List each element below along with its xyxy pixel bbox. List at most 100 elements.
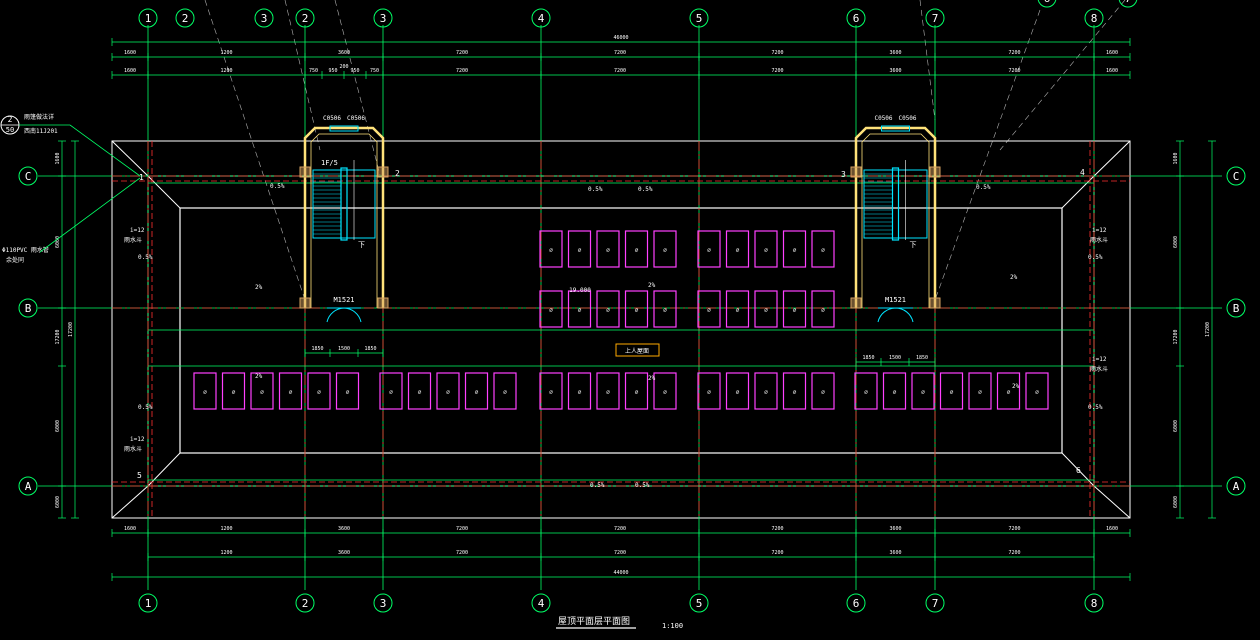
roof-panel <box>653 230 677 268</box>
axis-bubble <box>689 593 709 613</box>
window-label: C0506 <box>323 115 341 122</box>
rain-outlet-note: 雨水斗 <box>124 236 142 244</box>
axis-label: 8 <box>1091 12 1098 25</box>
axis-bubble <box>925 593 945 613</box>
slope-note: i=12 <box>1092 227 1107 234</box>
drawing-scale: 1:100 <box>662 622 683 630</box>
roof-panel <box>754 230 778 268</box>
roof-panel-mark: ∅ <box>578 307 582 314</box>
axis-label: A <box>1233 480 1240 493</box>
roof-panel-mark: ∅ <box>978 389 982 396</box>
axis-bubble <box>138 8 158 28</box>
dim-text: 3600 <box>889 50 901 56</box>
dim-text: 1200 <box>220 550 232 556</box>
stair-dn-label: 下 <box>358 241 365 249</box>
axis-bubble <box>138 593 158 613</box>
axis-bubble <box>18 298 38 318</box>
axis-label: 6 <box>1044 0 1051 5</box>
roof-panel-mark: ∅ <box>793 307 797 314</box>
dim-text: 750 <box>309 68 318 74</box>
dim-text: 7200 <box>456 550 468 556</box>
roof-panel <box>596 372 620 410</box>
dim-text: 1600 <box>1106 50 1118 56</box>
dim-text: 7200 <box>456 50 468 56</box>
drawing-title: 屋顶平面层平面图 <box>558 616 630 627</box>
dim-text: 1600 <box>124 526 136 532</box>
dim-text: 7200 <box>1008 550 1020 556</box>
axis-label: 8 <box>1091 597 1098 610</box>
outlet-number: 1 <box>139 173 144 182</box>
roof-panel <box>811 290 835 328</box>
dim-text: 200 <box>339 64 348 70</box>
outlet-number: 4 <box>1080 168 1085 177</box>
slope-note: 0.5% <box>270 183 285 190</box>
roof-panel <box>307 372 331 410</box>
door-swing <box>326 307 362 323</box>
roof-panel <box>539 290 563 328</box>
roof-panel <box>782 290 807 328</box>
dim-text: 3600 <box>889 68 901 74</box>
rain-outlet-note: 雨水斗 <box>1090 236 1108 244</box>
axis-bubble <box>1084 593 1104 613</box>
roof-panel-mark: ∅ <box>736 247 740 254</box>
roof-panel <box>754 290 778 328</box>
axis-bubble <box>1226 166 1246 186</box>
column <box>377 166 389 178</box>
roof-panel-mark: ∅ <box>736 307 740 314</box>
roof-panel <box>567 290 592 328</box>
column <box>929 297 941 309</box>
detail-callout: 2 50 雨篷做法详 西南11J201 <box>0 113 141 177</box>
roof-panel-mark: ∅ <box>764 247 768 254</box>
dim-text: 3600 <box>338 550 350 556</box>
roof-panel <box>624 290 649 328</box>
axis-bubble <box>925 8 945 28</box>
roof-panel-mark: ∅ <box>821 307 825 314</box>
axis-bubble <box>846 8 866 28</box>
roof-panel <box>379 372 403 410</box>
roof-panel-mark: ∅ <box>203 389 207 396</box>
axis-bubble <box>373 8 393 28</box>
dim-text: 6000 <box>1173 236 1179 248</box>
dim-text: 17200 <box>1205 322 1211 337</box>
dim-text: 7200 <box>771 550 783 556</box>
door-label: M1521 <box>885 296 906 304</box>
roof-panel-mark: ∅ <box>549 247 553 254</box>
stair-core-inner <box>861 133 930 308</box>
roof-panel-mark: ∅ <box>289 389 293 396</box>
axis-label: 1 <box>145 12 152 25</box>
axis-label: 6 <box>853 597 860 610</box>
roof-panel <box>464 372 489 410</box>
slope-notes: 0.5% 0.5% 0.5% 0.5% 0.5% 0.5% 0.5% 0.5% … <box>124 183 1108 489</box>
slope-note: 0.5% <box>138 254 153 261</box>
stair-run <box>863 169 928 239</box>
window-label: C0506 <box>347 115 365 122</box>
slope-note: 0.5% <box>976 184 991 191</box>
roof-panel <box>782 230 807 268</box>
column <box>299 166 311 178</box>
column <box>377 297 389 309</box>
center-label: 上人屋面 <box>625 347 649 355</box>
axis-label: 7 <box>1125 0 1132 5</box>
dim-text: 1600 <box>1173 152 1179 164</box>
roof-panel <box>624 372 649 410</box>
window <box>881 125 910 132</box>
roof-panel-mark: ∅ <box>764 389 768 396</box>
dim-text: 7200 <box>614 550 626 556</box>
dim-text: 1600 <box>1106 526 1118 532</box>
roof-panel <box>939 372 964 410</box>
roof-panel <box>811 230 835 268</box>
axis-label: 6 <box>853 12 860 25</box>
roof-panel <box>193 372 217 410</box>
dim-text: 7200 <box>771 68 783 74</box>
column <box>929 166 941 178</box>
roof-panel <box>811 372 835 410</box>
axis-label: B <box>1233 302 1240 315</box>
dim-text: 7200 <box>771 526 783 532</box>
roof-panel <box>539 230 563 268</box>
stair-core-wall <box>303 126 385 308</box>
roof-panel <box>911 372 935 410</box>
roof-panel <box>596 230 620 268</box>
slope-note: 0.5% <box>138 404 153 411</box>
dim-text: 1500 <box>889 355 901 361</box>
